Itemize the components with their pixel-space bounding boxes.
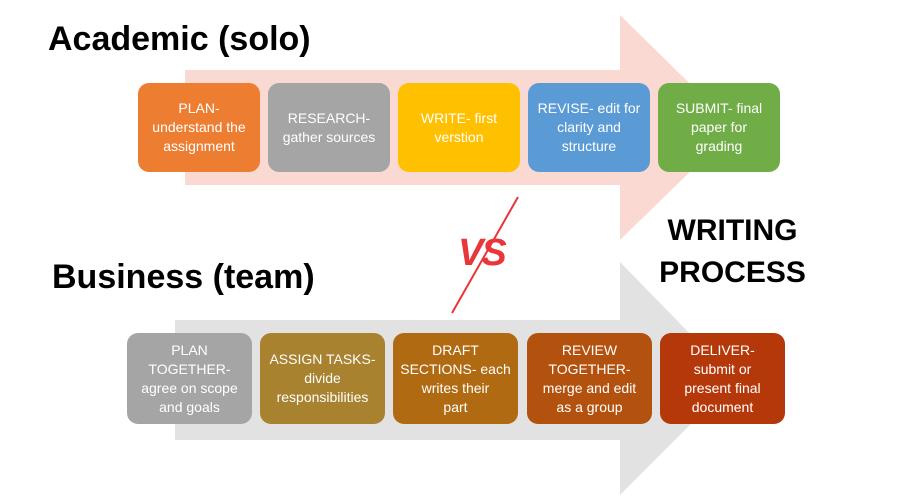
academic-step-write: WRITE- first verstion: [398, 83, 520, 172]
academic-step-submit: SUBMIT- final paper for grading: [658, 83, 780, 172]
vs-divider-line: [451, 196, 519, 314]
writing-process-label: WRITING PROCESS: [659, 214, 806, 289]
business-step-draft: DRAFT SECTIONS- each writes their part: [393, 333, 518, 424]
business-step-deliver: DELIVER- submit or present final documen…: [660, 333, 785, 424]
academic-step-research: RESEARCH- gather sources: [268, 83, 390, 172]
business-step-review: REVIEW TOGETHER- merge and edit as a gro…: [527, 333, 652, 424]
academic-title: Academic (solo): [48, 20, 311, 58]
business-title: Business (team): [52, 258, 315, 296]
academic-step-revise: REVISE- edit for clarity and structure: [528, 83, 650, 172]
business-step-assign: ASSIGN TASKS- divide responsibilities: [260, 333, 385, 424]
business-step-plan: PLAN TOGETHER- agree on scope and goals: [127, 333, 252, 424]
academic-step-plan: PLAN- understand the assignment: [138, 83, 260, 172]
vs-label: VS: [458, 232, 507, 274]
